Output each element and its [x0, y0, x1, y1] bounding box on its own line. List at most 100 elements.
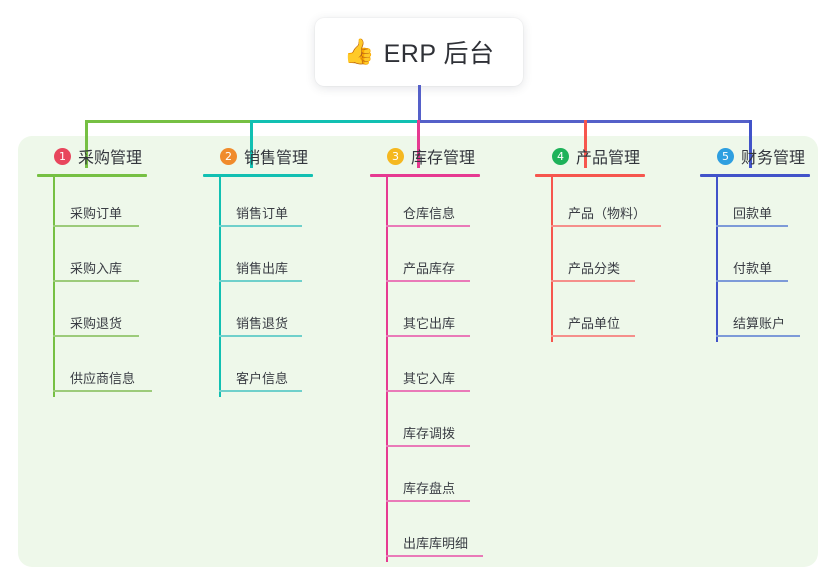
column-header-underline	[700, 174, 810, 177]
leaf-label: 供应商信息	[70, 371, 136, 386]
leaf-label: 其它出库	[403, 316, 456, 331]
column-header-underline	[370, 174, 480, 177]
column-header-underline	[37, 174, 147, 177]
mindmap-leaf-item[interactable]: 产品（物料）	[551, 177, 661, 232]
branch-spine	[386, 177, 388, 562]
column-branch: 仓库信息产品库存其它出库其它入库库存调拨库存盘点出库库明细	[386, 177, 483, 562]
mindmap-leaf-item[interactable]: 销售出库	[219, 232, 313, 287]
leaf-underline	[716, 280, 788, 282]
mindmap-leaf-item[interactable]: 采购入库	[53, 232, 147, 287]
column-index-badge: 4	[552, 147, 569, 165]
mindmap-leaf-item[interactable]: 供应商信息	[53, 342, 152, 397]
column-title: 销售管理	[244, 150, 309, 167]
mindmap-leaf-item[interactable]: 回款单	[716, 177, 810, 232]
leaf-label: 采购退货	[70, 316, 123, 331]
column-title: 采购管理	[78, 150, 143, 167]
leaf-label: 采购入库	[70, 261, 123, 276]
leaf-label: 产品单位	[568, 316, 621, 331]
leaf-label: 销售退货	[236, 316, 289, 331]
column-header-4[interactable]: 4 产品管理	[534, 145, 645, 167]
mindmap-leaf-item[interactable]: 库存调拨	[386, 397, 480, 452]
branch-spine	[219, 177, 221, 397]
leaf-underline	[551, 280, 635, 282]
leaf-underline	[53, 225, 139, 227]
mindmap-column-5: 5 财务管理回款单付款单结算账户	[699, 145, 810, 342]
mindmap-leaf-item[interactable]: 销售订单	[219, 177, 313, 232]
leaf-underline	[219, 335, 302, 337]
column-title: 库存管理	[411, 150, 476, 167]
leaf-underline	[716, 225, 788, 227]
mindmap-leaf-item[interactable]: 采购退货	[53, 287, 147, 342]
column-header-underline	[535, 174, 645, 177]
mindmap-leaf-item[interactable]: 产品单位	[551, 287, 645, 342]
leaf-underline	[551, 335, 635, 337]
leaf-underline	[219, 225, 302, 227]
root-node-label: ERP 后台	[383, 40, 495, 68]
column-header-2[interactable]: 2 销售管理	[202, 145, 313, 167]
mindmap-column-1: 1 采购管理采购订单采购入库采购退货供应商信息	[36, 145, 152, 397]
column-branch: 产品（物料） 产品分类产品单位	[551, 177, 661, 342]
connector-segment-sales	[250, 120, 421, 123]
leaf-label: 采购订单	[70, 206, 123, 221]
leaf-label: 销售出库	[236, 261, 289, 276]
branch-spine	[551, 177, 553, 342]
column-header-5[interactable]: 5 财务管理	[699, 145, 810, 167]
root-node-card[interactable]: 👍 ERP 后台	[315, 18, 523, 86]
mindmap-column-2: 2 销售管理销售订单销售出库销售退货客户信息	[202, 145, 313, 397]
branch-spine	[716, 177, 718, 342]
column-branch: 采购订单采购入库采购退货供应商信息	[53, 177, 152, 397]
leaf-underline	[219, 390, 302, 392]
leaf-underline	[386, 335, 470, 337]
leaf-label: 客户信息	[236, 371, 289, 386]
diagram-background-panel	[18, 136, 818, 567]
mindmap-leaf-item[interactable]: 出库库明细	[386, 507, 483, 562]
root-stem-connector	[418, 85, 421, 122]
leaf-underline	[53, 335, 139, 337]
drop-finance	[749, 120, 752, 168]
mindmap-leaf-item[interactable]: 其它入库	[386, 342, 480, 397]
leaf-label: 库存调拨	[403, 426, 456, 441]
mindmap-column-4: 4 产品管理产品（物料） 产品分类产品单位	[534, 145, 661, 342]
leaf-underline	[386, 225, 470, 227]
leaf-underline	[53, 280, 139, 282]
column-index-badge: 5	[717, 147, 734, 165]
drop-sales	[250, 120, 253, 168]
leaf-label: 结算账户	[733, 316, 786, 331]
leaf-label: 库存盘点	[403, 481, 456, 496]
mindmap-leaf-item[interactable]: 采购订单	[53, 177, 147, 232]
leaf-underline	[53, 390, 152, 392]
mindmap-leaf-item[interactable]: 产品分类	[551, 232, 645, 287]
column-index-badge: 2	[220, 147, 237, 165]
leaf-label: 付款单	[733, 261, 773, 276]
mindmap-leaf-item[interactable]: 销售退货	[219, 287, 313, 342]
mindmap-leaf-item[interactable]: 结算账户	[716, 287, 810, 342]
mindmap-leaf-item[interactable]: 其它出库	[386, 287, 480, 342]
column-header-underline	[203, 174, 313, 177]
connector-segment-purchase	[85, 120, 252, 123]
branch-spine	[53, 177, 55, 397]
column-title: 产品管理	[576, 150, 641, 167]
leaf-underline	[386, 280, 470, 282]
leaf-underline	[551, 225, 661, 227]
drop-purchase	[85, 120, 88, 168]
leaf-label: 产品分类	[568, 261, 621, 276]
leaf-label: 其它入库	[403, 371, 456, 386]
thumbs-up-emoji: 👍	[343, 37, 375, 66]
mindmap-leaf-item[interactable]: 客户信息	[219, 342, 313, 397]
leaf-label: 仓库信息	[403, 206, 456, 221]
leaf-underline	[386, 500, 470, 502]
mindmap-leaf-item[interactable]: 付款单	[716, 232, 810, 287]
leaf-underline	[716, 335, 800, 337]
leaf-underline	[219, 280, 302, 282]
column-index-badge: 1	[54, 147, 71, 165]
leaf-underline	[386, 390, 470, 392]
column-header-1[interactable]: 1 采购管理	[36, 145, 147, 167]
leaf-underline	[386, 555, 483, 557]
mindmap-leaf-item[interactable]: 仓库信息	[386, 177, 480, 232]
mindmap-leaf-item[interactable]: 产品库存	[386, 232, 480, 287]
column-title: 财务管理	[741, 150, 806, 167]
mindmap-leaf-item[interactable]: 库存盘点	[386, 452, 480, 507]
